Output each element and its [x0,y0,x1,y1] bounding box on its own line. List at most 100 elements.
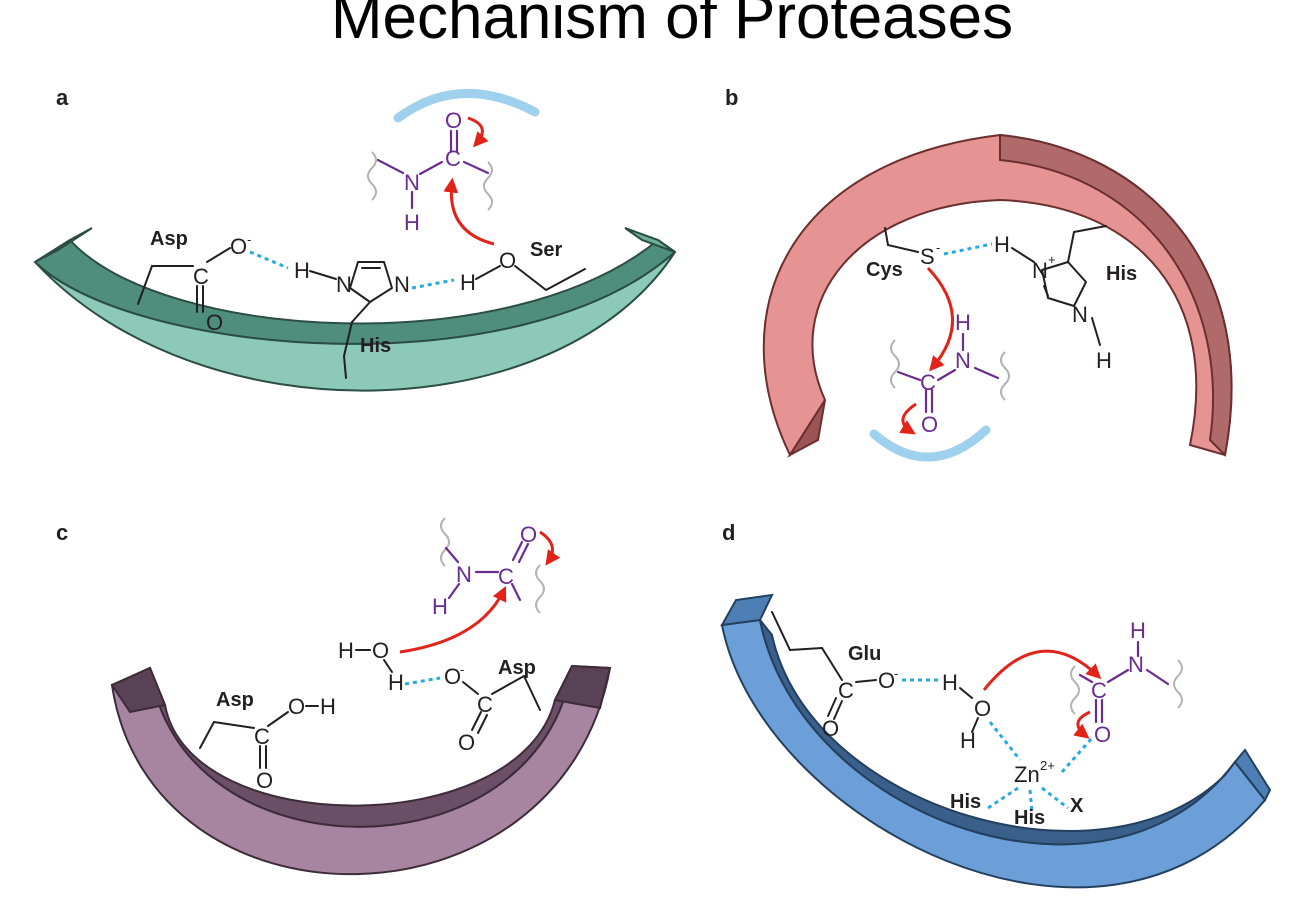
panel-a-asp-bonds [137,247,231,313]
panel-a-asp-carbon: C [193,264,209,289]
panel-c-hbond-water-asp [404,676,441,686]
panel-d-glu-carbon: C [838,678,854,703]
panel-d-water-oxygen: O [974,696,991,721]
panel-d-substrate-hydrogen: H [1130,618,1146,643]
panel-c-right-asp-carbon: C [477,692,493,717]
panel-b-oxyanion-arc [869,425,991,462]
panel-c-substrate-nitrogen: N [456,562,472,587]
panel-b-cys-bonds [884,227,919,253]
panel-d-carbonyl-arrow [1073,710,1091,739]
panel-b-cys-sulfur: S [920,244,935,269]
panel-a-ser-hydrogen: H [460,270,476,295]
panel-a-his-nitrogen-1: N [336,272,352,297]
panel-a-ser-label: Ser [530,239,562,261]
panel-b-substrate-bonds [896,332,1000,414]
panel-a-his-nitrogen-2: N [394,272,410,297]
panel-c: c O N C H H O H [56,517,612,876]
panel-a-oxyanion-arc [393,88,540,123]
panel-a-enzyme-band [33,227,677,392]
panel-d-glu-label: Glu [848,643,881,665]
panel-c-water-hydrogen-1: H [338,638,354,663]
panel-d-zinc: Zn [1014,762,1040,787]
panel-c-left-asp-bonds [199,705,319,769]
panel-a-substrate-wiggle-right [483,161,493,211]
panel-d-zinc-coordination-bonds [984,721,1094,813]
panel-d-substrate-bonds [1078,640,1170,724]
panel-d-substrate-wiggle-left [1070,665,1080,715]
panel-b-his-hydrogen-1: H [994,232,1010,257]
panel-d-his-2-label: His [1014,807,1045,829]
panel-a-substrate-hydrogen: H [404,210,420,235]
panel-b-his-bonds [1011,225,1107,346]
panel-a-label: a [56,85,69,110]
panel-d-water-attack-arrow [982,649,1102,691]
panel-d-water-hydrogen-1: H [942,670,958,695]
panel-a-substrate-carbon: C [445,146,461,171]
panel-c-label: c [56,520,68,545]
panel-b-label: b [725,85,738,110]
panel-a-substrate-wiggle-left [367,151,377,201]
panel-a-substrate-nitrogen: N [404,170,420,195]
panel-c-left-asp-carbon: C [254,724,270,749]
panel-d-glu-charge: - [894,666,898,681]
panel-d-enzyme-band [720,593,1272,889]
panel-c-left-asp-label: Asp [216,689,254,711]
panel-a-carbonyl-arrow [467,116,489,148]
panel-a-his-hydrogen: H [294,258,310,283]
panel-d-label: d [722,520,735,545]
panel-d: d Glu C O - O H O H [720,520,1272,889]
panel-b-cys-charge: - [936,240,940,255]
panel-d-substrate-nitrogen: N [1128,652,1144,677]
panel-c-carbonyl-arrow [539,530,561,566]
panel-c-right-asp-bonds [462,675,541,734]
panel-c-enzyme-band [110,664,612,876]
panel-c-substrate-wiggle-right [535,564,545,614]
panel-b-thiolate-attack-arrow [926,266,954,372]
panel-b-substrate-carbon: C [920,370,936,395]
panel-a-substrate-carbonyl-oxygen: O [445,108,462,133]
panel-b-enzyme-band [762,133,1233,458]
panel-b-hbond-cys-his [943,242,993,256]
panel-c-right-asp-oxygen-minus: O [444,664,461,689]
panel-a-ser-bonds [475,265,586,291]
panel-b-substrate-oxygen: O [921,412,938,437]
figure-title: Mechanism of Proteases [331,0,1013,52]
panel-c-water-hydrogen-2: H [388,670,404,695]
panel-c-water-bonds [355,649,393,673]
panel-c-left-asp-oxygen-1: O [288,694,305,719]
panel-a-his-bonds [309,261,393,379]
panel-b-carbonyl-arrow [899,402,917,435]
panel-a-serine-attack-arrow [443,177,495,246]
panel-c-substrate-oxygen: O [520,522,537,547]
panel-c-water-attack-arrow [399,585,507,654]
panel-c-substrate-wiggle-left [440,517,450,567]
panel-a-ser-oxygen: O [499,248,516,273]
panel-b-his-nitrogen-2: N [1072,302,1088,327]
panel-c-left-asp-hydrogen: H [320,694,336,719]
panel-b-substrate-nitrogen: N [955,348,971,373]
panel-d-substrate-carbon: C [1091,678,1107,703]
panel-c-right-asp-charge: - [460,662,464,677]
panel-d-substrate-oxygen: O [1094,722,1111,747]
panel-d-glu-bonds [771,611,877,720]
panel-b-substrate-wiggle-right [1000,351,1010,401]
panel-a-asp-oxygen: O [206,310,223,335]
panel-c-substrate-hydrogen: H [432,594,448,619]
panel-d-glu-oxygen-minus: O [878,668,895,693]
panel-a-hbond-asp-his [249,250,289,270]
panel-c-right-asp-oxygen: O [458,730,475,755]
panel-b-his-label: His [1106,263,1137,285]
panel-b: b S - Cys H N + N H His [725,85,1233,462]
panel-a-asp-charge: - [247,232,251,247]
panel-d-glu-oxygen: O [822,716,839,741]
panel-d-his-1-label: His [950,791,981,813]
panel-a-asp-oxygen-minus: O [230,234,247,259]
panel-b-substrate-wiggle-left [890,339,900,389]
panel-d-x-label: X [1070,795,1084,817]
panel-a-substrate-bonds [376,129,490,210]
panel-a-his-label: His [360,335,391,357]
panel-d-zinc-charge: 2+ [1040,758,1055,773]
panel-c-right-asp-label: Asp [498,657,536,679]
panel-c-substrate-bonds [444,540,530,602]
